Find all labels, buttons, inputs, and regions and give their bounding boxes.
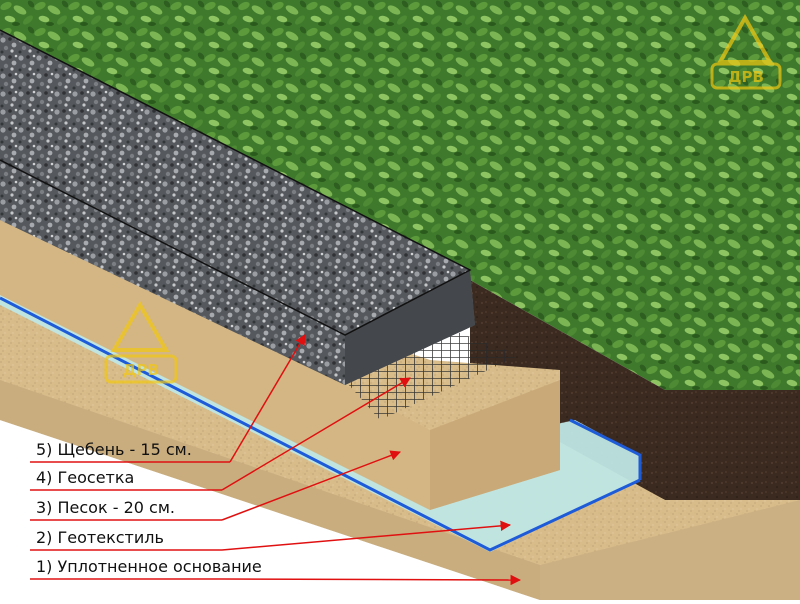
legend-label-geogrid: 4) Геосетка <box>36 468 134 487</box>
gravel-outline <box>0 29 472 336</box>
grass-surface <box>0 0 800 390</box>
sand-front-face <box>430 380 560 510</box>
compacted-base-side <box>0 380 540 600</box>
legend-arrow-sand <box>221 450 401 521</box>
soil-front-face <box>665 390 800 500</box>
legend-label-base: 1) Уплотненное основание <box>36 557 262 576</box>
gravel-layer <box>0 30 475 385</box>
watermark-text-middle: ДРВ <box>123 361 159 379</box>
legend-label-gravel: 5) Щебень - 15 см. <box>36 440 192 459</box>
watermark-logo-middle: ДРВ <box>104 301 178 384</box>
legend-arrow-geogrid <box>221 377 411 491</box>
legend-arrow-geotextile <box>221 520 512 551</box>
compacted-base-front <box>540 500 800 600</box>
gravel-side-face <box>0 160 345 385</box>
legend-label-sand: 3) Песок - 20 см. <box>36 498 175 517</box>
gravel-front-face <box>345 270 475 385</box>
sand-side-face <box>0 215 430 510</box>
geotextile-upturn <box>569 418 642 480</box>
watermark-logo-top: ДРВ <box>710 13 782 90</box>
layer-legend: 5) Щебень - 15 см. 4) Геосетка 3) Песок - … <box>30 334 522 586</box>
legend-arrow-gravel <box>229 334 306 463</box>
watermark-text-top: ДРВ <box>728 68 764 86</box>
legend-label-geotextile: 2) Геотекстиль <box>36 528 164 547</box>
legend-arrow-base <box>221 574 522 586</box>
